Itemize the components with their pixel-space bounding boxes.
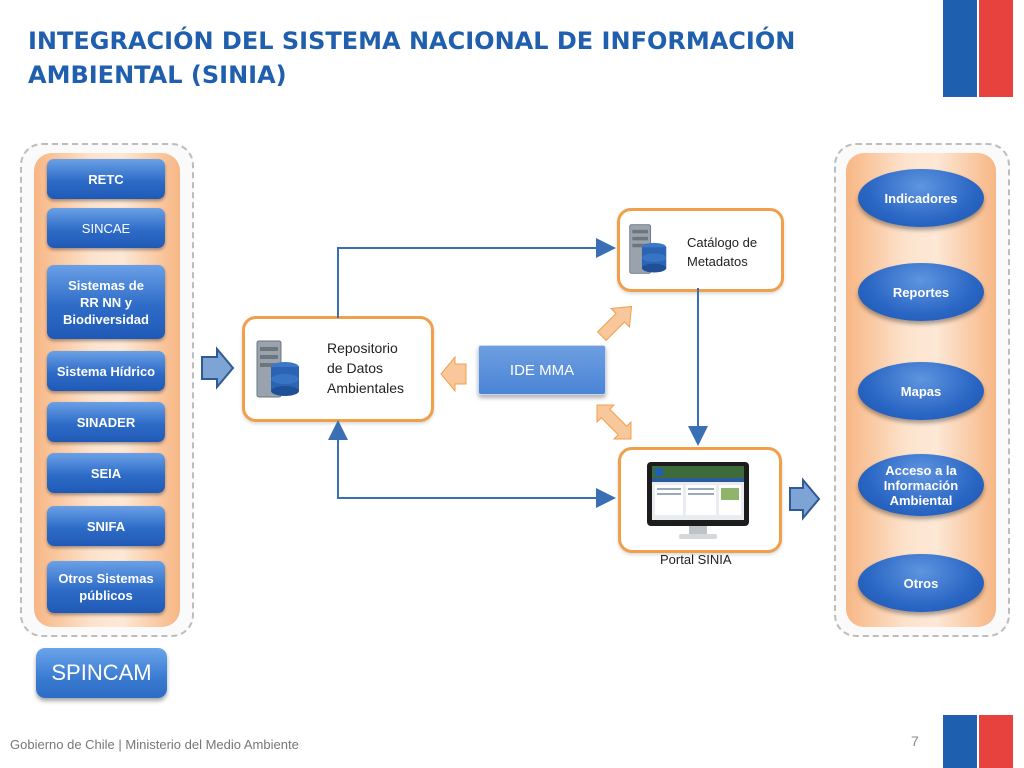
page-title: INTEGRACIÓN DEL SISTEMA NACIONAL DE INFO… xyxy=(28,24,888,92)
system-button-retc[interactable]: RETC xyxy=(47,159,165,199)
product-mapas[interactable]: Mapas xyxy=(858,362,984,420)
left-block-arrow xyxy=(201,346,235,390)
system-button-hidrico[interactable]: Sistema Hídrico xyxy=(47,351,165,391)
repositorio-label: Repositorio de Datos Ambientales xyxy=(327,340,405,396)
spincam-button[interactable]: SPINCAM xyxy=(36,648,167,698)
product-acceso-informacion[interactable]: Acceso a la Información Ambiental xyxy=(858,454,984,516)
ide-to-repo-arrow xyxy=(440,355,467,393)
portal-label: Portal SINIA xyxy=(660,552,732,567)
product-indicadores[interactable]: Indicadores xyxy=(858,169,984,227)
footer-text: Gobierno de Chile | Ministerio del Medio… xyxy=(10,737,299,752)
system-button-otros[interactable]: Otros Sistemas públicos xyxy=(47,561,165,613)
system-button-rrnn[interactable]: Sistemas de RR NN y Biodiversidad xyxy=(47,265,165,339)
metadata-server-icon xyxy=(629,224,667,274)
system-button-sinader[interactable]: SINADER xyxy=(47,402,165,442)
ide-mma-box[interactable]: IDE MMA xyxy=(478,345,606,395)
page-number: 7 xyxy=(911,733,919,749)
connector-portal-repositorio xyxy=(328,420,614,499)
portal-node[interactable] xyxy=(618,447,782,553)
system-button-snifa[interactable]: SNIFA xyxy=(47,506,165,546)
monitor-icon xyxy=(647,462,749,539)
system-button-sincae[interactable]: SINCAE xyxy=(47,208,165,248)
title-line-1: INTEGRACIÓN DEL SISTEMA NACIONAL DE INFO… xyxy=(28,27,796,55)
title-line-2: AMBIENTAL (SINIA) xyxy=(28,61,287,89)
flag-bottom-decoration xyxy=(943,715,1013,768)
catalogo-label: Catálogo de Metadatos xyxy=(687,235,758,269)
right-block-arrow xyxy=(789,477,821,521)
ide-portal-double-arrow xyxy=(596,404,632,440)
product-reportes[interactable]: Reportes xyxy=(858,263,984,321)
catalogo-node[interactable]: Catálogo de Metadatos xyxy=(617,208,784,292)
product-otros[interactable]: Otros xyxy=(858,554,984,612)
system-button-seia[interactable]: SEIA xyxy=(47,453,165,493)
connector-repo-to-catalogo xyxy=(337,238,616,318)
database-server-icon xyxy=(256,340,299,398)
ide-to-catalogo-arrow xyxy=(596,305,633,342)
flag-top-decoration xyxy=(943,0,1013,97)
